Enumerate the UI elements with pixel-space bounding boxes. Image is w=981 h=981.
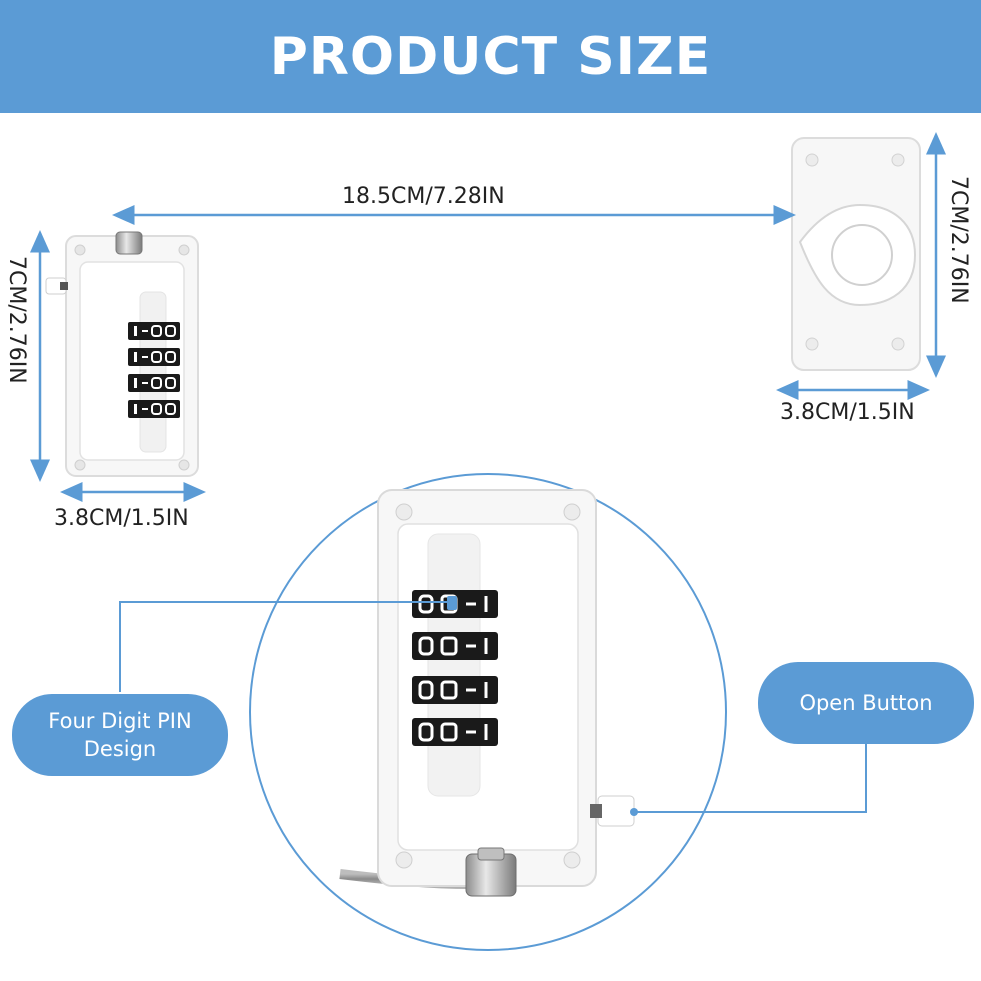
- pin-callout-line: [119, 601, 450, 692]
- pin-dials-small: [128, 322, 180, 418]
- open-button-callout-line: [634, 742, 867, 813]
- pin-design-callout: Four Digit PIN Design: [12, 694, 228, 776]
- right-height-label: 7CM/2.76IN: [946, 176, 971, 304]
- magnifier-circle: [249, 473, 727, 951]
- right-width-label: 3.8CM/1.5IN: [780, 400, 915, 425]
- cable-length-label: 18.5CM/7.28IN: [342, 184, 505, 209]
- left-width-label: 3.8CM/1.5IN: [54, 506, 189, 531]
- pin-callout-line2: Design: [83, 737, 157, 761]
- open-button-callout: Open Button: [758, 662, 974, 744]
- left-height-label: 7CM/2.76IN: [4, 256, 29, 384]
- window-anchor: [791, 137, 921, 371]
- pin-callout-line1: Four Digit PIN: [48, 709, 192, 733]
- pin-dials-large: [412, 590, 498, 746]
- header-banner: PRODUCT SIZE: [0, 0, 981, 113]
- pin-callout-dot: [448, 598, 456, 606]
- page-title: PRODUCT SIZE: [269, 26, 712, 87]
- open-button-callout-label: Open Button: [799, 691, 933, 715]
- open-button-callout-dot: [630, 808, 638, 816]
